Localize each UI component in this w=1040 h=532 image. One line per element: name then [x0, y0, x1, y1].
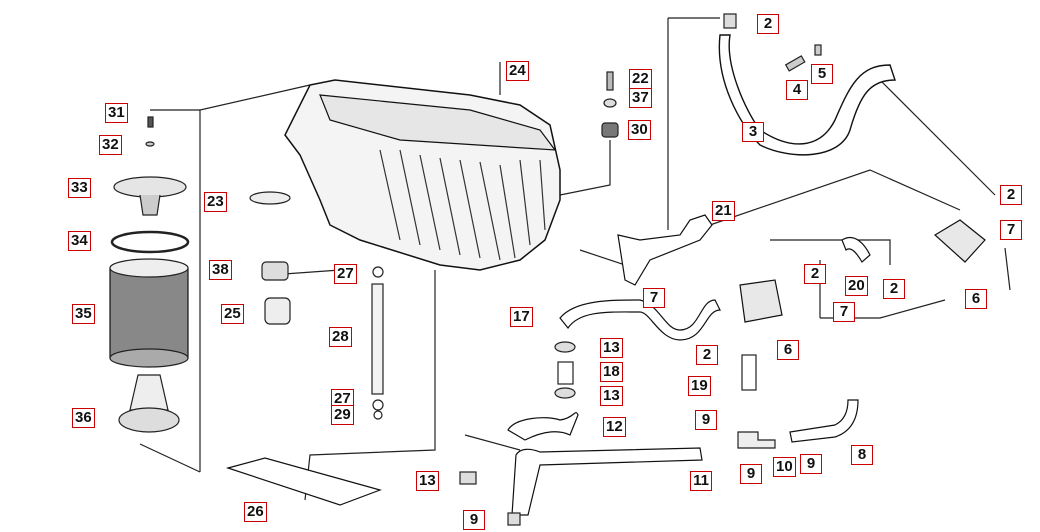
pin: [784, 55, 806, 72]
valve-body: [739, 279, 783, 323]
leader-line: [559, 140, 611, 196]
callout-12: 12: [603, 417, 626, 437]
hose-clamp: [459, 471, 477, 485]
callout-28: 28: [329, 327, 352, 347]
callout-25: 25: [221, 304, 244, 324]
callout-6: 6: [965, 289, 987, 309]
callout-33: 33: [68, 178, 91, 198]
callout-29: 29: [331, 405, 354, 425]
short-hose: [841, 236, 871, 263]
callout-5: 5: [811, 64, 833, 84]
callout-9: 9: [800, 454, 822, 474]
filter-holder-base: [118, 407, 180, 433]
callout-23: 23: [204, 192, 227, 212]
leader-line: [464, 434, 521, 451]
callout-8: 8: [851, 445, 873, 465]
callout-24: 24: [506, 61, 529, 81]
callout-34: 34: [68, 231, 91, 251]
callout-9: 9: [695, 410, 717, 430]
callout-27: 27: [331, 389, 354, 409]
callout-19: 19: [688, 376, 711, 396]
vent-hose: [559, 299, 721, 341]
support-rod: [371, 283, 384, 395]
callout-6: 6: [777, 340, 799, 360]
callout-2: 2: [1000, 185, 1022, 205]
hose-clamp: [554, 387, 576, 399]
o-ring: [110, 230, 190, 254]
filter-cover-stem: [139, 194, 161, 216]
callout-9: 9: [463, 510, 485, 530]
callout-4: 4: [786, 80, 808, 100]
callout-36: 36: [72, 408, 95, 428]
callout-13: 13: [600, 338, 623, 358]
washer: [145, 141, 155, 147]
callout-9: 9: [740, 464, 762, 484]
callout-7: 7: [643, 288, 665, 308]
bottom-cover: [225, 457, 382, 506]
bolt: [606, 71, 614, 91]
leader-line: [709, 169, 961, 226]
bracket: [617, 214, 713, 286]
callout-18: 18: [600, 362, 623, 382]
housing-lid: [319, 94, 557, 151]
callout-2: 2: [804, 264, 826, 284]
long-hose: [511, 447, 703, 516]
washer: [603, 98, 617, 108]
callout-37: 37: [629, 88, 652, 108]
connector-tube: [557, 361, 574, 385]
callout-27: 27: [334, 264, 357, 284]
callout-20: 20: [845, 276, 868, 296]
bolt: [814, 44, 822, 56]
drain-hose: [507, 411, 579, 441]
valve-body: [933, 219, 986, 263]
filter-element: [109, 267, 189, 359]
callout-38: 38: [209, 260, 232, 280]
washer: [372, 399, 384, 411]
callout-22: 22: [629, 69, 652, 89]
callout-10: 10: [773, 457, 796, 477]
callout-2: 2: [883, 279, 905, 299]
hose-clamp: [249, 191, 291, 205]
callout-21: 21: [712, 201, 735, 221]
leader-line: [139, 443, 201, 473]
callout-7: 7: [833, 302, 855, 322]
callout-2: 2: [757, 14, 779, 34]
callout-7: 7: [1000, 220, 1022, 240]
clamp: [723, 13, 737, 29]
bushing: [601, 122, 619, 138]
filter-element-bottom: [109, 348, 189, 368]
hose-clamp: [554, 341, 576, 353]
callout-32: 32: [99, 135, 122, 155]
washer: [372, 266, 384, 278]
connector-tube: [741, 354, 757, 391]
t-fitting: [737, 431, 776, 449]
callout-26: 26: [244, 502, 267, 522]
callout-17: 17: [510, 307, 533, 327]
callout-30: 30: [628, 120, 651, 140]
return-hose: [789, 399, 859, 443]
leader-line: [879, 79, 996, 196]
clamp: [507, 512, 521, 526]
leader-line: [304, 270, 436, 501]
leader-line: [1004, 247, 1011, 291]
drain-plug: [264, 297, 291, 325]
drain-clip: [261, 261, 289, 281]
housing-ribs: [379, 149, 546, 261]
filter-element-top: [109, 258, 189, 278]
callout-35: 35: [72, 304, 95, 324]
callout-2: 2: [696, 345, 718, 365]
callout-31: 31: [105, 103, 128, 123]
callout-3: 3: [742, 122, 764, 142]
filter-cover: [113, 176, 187, 198]
screw: [147, 116, 154, 128]
callout-13: 13: [600, 386, 623, 406]
washer: [373, 410, 383, 420]
filter-holder: [129, 374, 169, 411]
callout-11: 11: [690, 471, 712, 491]
leader-line: [770, 239, 891, 265]
callout-13: 13: [416, 471, 439, 491]
